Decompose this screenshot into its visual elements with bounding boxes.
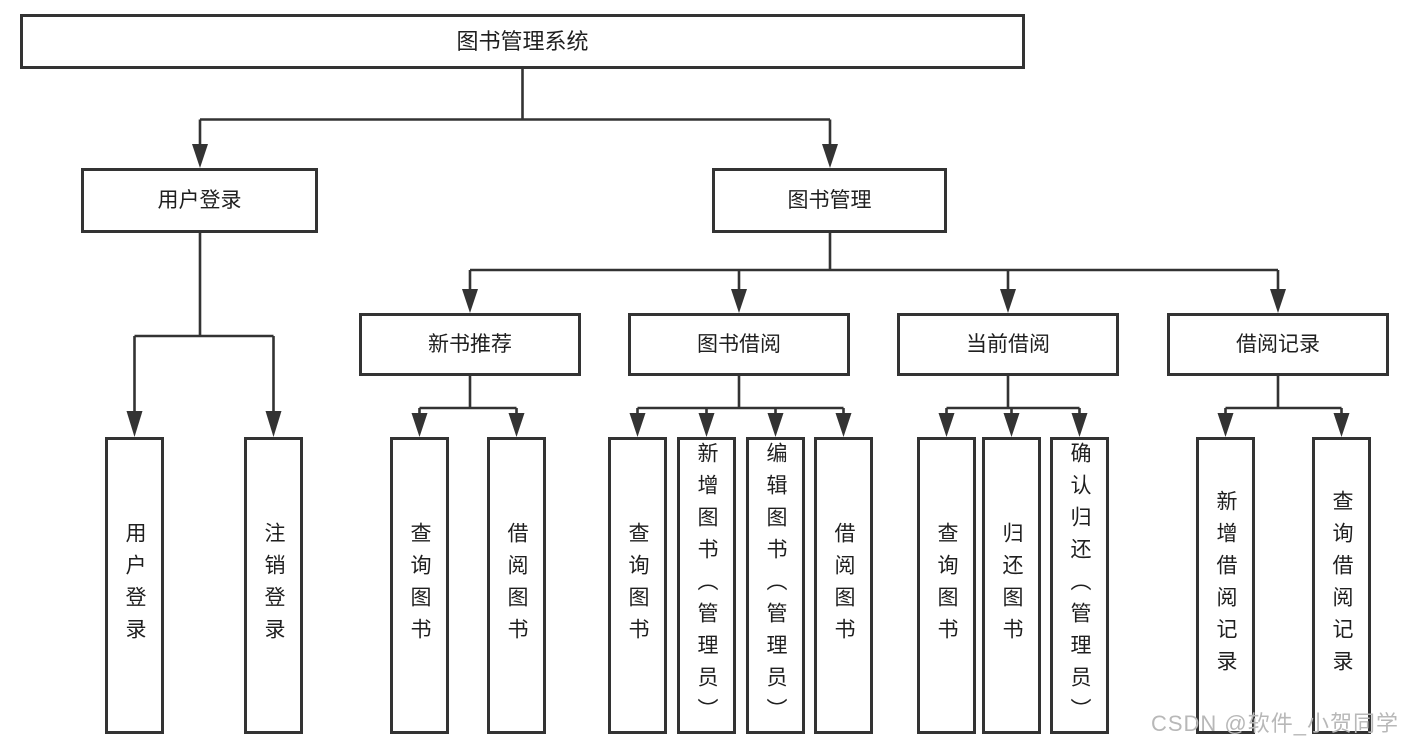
node-user-login-label: 用户登录: [157, 189, 242, 212]
node-root: 图书管理系统: [20, 14, 1025, 69]
node-new-book-recommend-label: 新书推荐: [428, 333, 512, 356]
csdn-watermark: CSDN @软件_小贺同学: [1150, 711, 1399, 736]
leaf-query-borrow-record-label: 查询借阅记录: [1330, 489, 1353, 682]
leaf-logout-label: 注销登录: [262, 521, 285, 650]
leaf-edit-book-admin: 编辑图书（管理员）: [746, 437, 805, 734]
leaf-edit-book-admin-label: 编辑图书（管理员）: [764, 441, 787, 730]
leaf-recommend-borrow-book: 借阅图书: [487, 437, 546, 734]
leaf-current-query-book-label: 查询图书: [935, 521, 958, 650]
node-book-management-label: 图书管理: [787, 189, 872, 212]
leaf-logout: 注销登录: [244, 437, 303, 734]
leaf-borrow-query-book: 查询图书: [608, 437, 667, 734]
leaf-query-borrow-record: 查询借阅记录: [1312, 437, 1371, 734]
leaf-user-login-label: 用户登录: [123, 521, 146, 650]
leaf-add-borrow-record-label: 新增借阅记录: [1214, 489, 1237, 682]
leaf-confirm-return-admin-label: 确认归还（管理员）: [1068, 441, 1091, 730]
node-borrow-record: 借阅记录: [1167, 313, 1389, 376]
leaf-recommend-query-book-label: 查询图书: [408, 521, 431, 650]
leaf-borrow-book: 借阅图书: [814, 437, 873, 734]
node-book-borrow: 图书借阅: [628, 313, 850, 376]
leaf-borrow-query-book-label: 查询图书: [626, 521, 649, 650]
leaf-return-book: 归还图书: [982, 437, 1041, 734]
node-borrow-record-label: 借阅记录: [1236, 333, 1320, 356]
leaf-user-login: 用户登录: [105, 437, 164, 734]
node-current-borrow-label: 当前借阅: [966, 333, 1050, 356]
leaf-add-book-admin: 新增图书（管理员）: [677, 437, 736, 734]
node-current-borrow: 当前借阅: [897, 313, 1119, 376]
node-user-login: 用户登录: [81, 168, 318, 233]
node-book-management: 图书管理: [712, 168, 947, 233]
leaf-recommend-borrow-book-label: 借阅图书: [505, 521, 528, 650]
leaf-confirm-return-admin: 确认归还（管理员）: [1050, 437, 1109, 734]
node-new-book-recommend: 新书推荐: [359, 313, 581, 376]
leaf-recommend-query-book: 查询图书: [390, 437, 449, 734]
leaf-borrow-book-label: 借阅图书: [832, 521, 855, 650]
leaf-return-book-label: 归还图书: [1000, 521, 1023, 650]
leaf-current-query-book: 查询图书: [917, 437, 976, 734]
node-root-label: 图书管理系统: [456, 28, 589, 54]
leaf-add-book-admin-label: 新增图书（管理员）: [695, 441, 718, 730]
leaf-add-borrow-record: 新增借阅记录: [1196, 437, 1255, 734]
node-book-borrow-label: 图书借阅: [697, 333, 781, 356]
